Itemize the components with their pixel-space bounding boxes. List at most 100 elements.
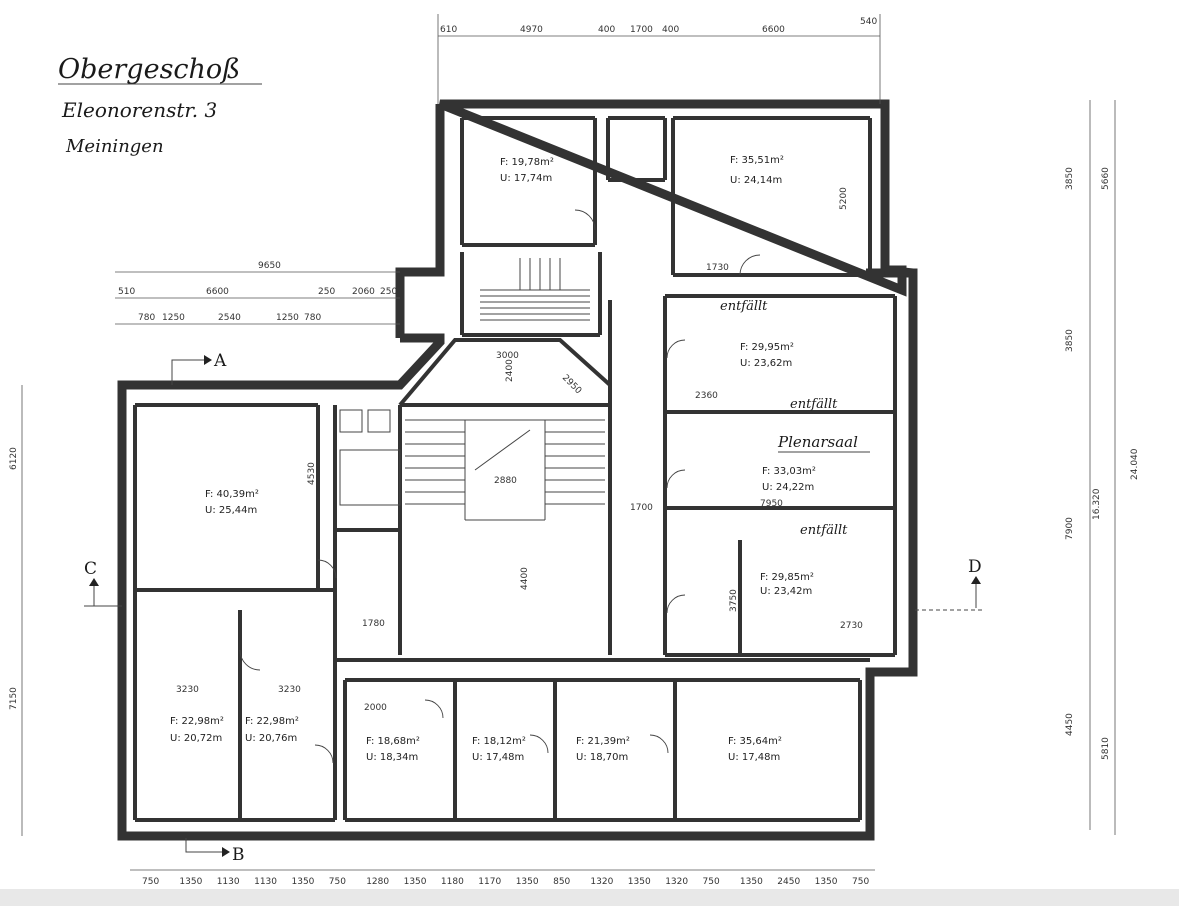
section-label-b: B xyxy=(232,845,245,865)
entfaellt-label-3: entfällt xyxy=(800,523,848,538)
room-perimeter: U: 17,74m xyxy=(500,173,552,184)
room-area: F: 22,98m² xyxy=(170,716,224,727)
plan-title: Obergeschoß xyxy=(58,54,240,85)
bottom-dimension-value: 1320 xyxy=(590,877,613,887)
svg-text:3850: 3850 xyxy=(1065,329,1075,352)
room-perimeter: U: 23,42m xyxy=(760,586,812,597)
svg-text:610: 610 xyxy=(440,25,457,35)
toilet-block xyxy=(339,409,401,506)
bottom-dimension-value: 1180 xyxy=(441,877,464,887)
svg-text:780: 780 xyxy=(304,313,321,323)
svg-text:16.320: 16.320 xyxy=(1092,488,1102,520)
svg-text:3000: 3000 xyxy=(496,351,519,361)
room-r9: F: 18,68m² U: 18,34m xyxy=(366,736,420,763)
svg-text:1250: 1250 xyxy=(276,313,299,323)
section-label-a: A xyxy=(213,351,227,371)
entfaellt-label-1: entfällt xyxy=(720,299,768,314)
room-perimeter: U: 25,44m xyxy=(205,505,257,516)
main-outer-wall xyxy=(117,268,918,841)
room-r11: F: 21,39m² U: 18,70m xyxy=(576,736,630,763)
section-label-d: D xyxy=(968,557,982,577)
section-marker-a: A xyxy=(171,351,227,385)
svg-text:4970: 4970 xyxy=(520,25,543,35)
north-left-wall xyxy=(395,104,445,338)
room-area: F: 35,51m² xyxy=(730,155,784,166)
entfaellt-label-2: entfällt xyxy=(790,397,838,412)
bottom-dimension-value: 1350 xyxy=(179,877,202,887)
svg-text:3750: 3750 xyxy=(729,589,739,612)
address-street: Eleonorenstr. 3 xyxy=(61,98,217,122)
dimension-right-outer: 5660 3850 3850 16.320 24.040 7900 4450 5… xyxy=(1065,100,1140,835)
svg-text:510: 510 xyxy=(118,287,135,297)
svg-text:4530: 4530 xyxy=(307,462,317,485)
section-marker-c: C xyxy=(84,559,122,607)
svg-text:3230: 3230 xyxy=(278,685,301,695)
bottom-dimension-value: 1280 xyxy=(366,877,389,887)
bottom-dimension-value: 2450 xyxy=(777,877,800,887)
address-city: Meiningen xyxy=(65,136,164,157)
bottom-dimension-value: 1130 xyxy=(254,877,277,887)
bottom-dimension-value: 1350 xyxy=(740,877,763,887)
bottom-dimension-value: 1170 xyxy=(478,877,501,887)
svg-text:2360: 2360 xyxy=(695,391,718,401)
svg-text:7150: 7150 xyxy=(9,687,19,710)
room-perimeter: U: 23,62m xyxy=(740,358,792,369)
svg-text:6600: 6600 xyxy=(206,287,229,297)
room-area: F: 19,78m² xyxy=(500,157,554,168)
bottom-dimension-value: 750 xyxy=(703,877,720,887)
bottom-dimension-value: 1320 xyxy=(665,877,688,887)
svg-text:250: 250 xyxy=(318,287,335,297)
svg-text:4400: 4400 xyxy=(520,567,530,590)
svg-text:1730: 1730 xyxy=(706,263,729,273)
room-perimeter: U: 24,14m xyxy=(730,175,782,186)
room-area: F: 21,39m² xyxy=(576,736,630,747)
room-area: F: 35,64m² xyxy=(728,736,782,747)
room-r7: F: 22,98m² U: 20,72m xyxy=(170,716,224,744)
svg-text:7950: 7950 xyxy=(760,499,783,509)
svg-text:1250: 1250 xyxy=(162,313,185,323)
room-perimeter: U: 20,76m xyxy=(245,733,297,744)
svg-text:1780: 1780 xyxy=(362,619,385,629)
bottom-dimension-value: 750 xyxy=(852,877,869,887)
room-perimeter: U: 20,72m xyxy=(170,733,222,744)
bottom-dimension-value: 1350 xyxy=(404,877,427,887)
room-perimeter: U: 17,48m xyxy=(472,752,524,763)
room-area: F: 18,68m² xyxy=(366,736,420,747)
svg-text:2540: 2540 xyxy=(218,313,241,323)
svg-text:5660: 5660 xyxy=(1101,167,1111,190)
room-r1: F: 19,78m² U: 17,74m xyxy=(500,157,554,184)
svg-text:400: 400 xyxy=(662,25,679,35)
dimension-upper-left: 9650 510 6600 250 2060 250 780 1250 2540… xyxy=(115,261,400,325)
dimension-bottom: 750 1350 1130 1130 1350 750 1280 1350 1180 1170 13… xyxy=(130,869,875,887)
room-area: F: 22,98m² xyxy=(245,716,299,727)
svg-text:2060: 2060 xyxy=(352,287,375,297)
dimension-top: 610 4970 400 1700 400 6600 540 xyxy=(437,14,881,104)
svg-text:4450: 4450 xyxy=(1065,713,1075,736)
svg-text:2950: 2950 xyxy=(560,373,583,396)
svg-text:3230: 3230 xyxy=(176,685,199,695)
bottom-dimension-value: 750 xyxy=(142,877,159,887)
room-perimeter: U: 18,34m xyxy=(366,752,418,763)
section-marker-d: D xyxy=(915,557,985,611)
svg-text:250: 250 xyxy=(380,287,397,297)
svg-text:1700: 1700 xyxy=(630,25,653,35)
room-r4: F: 29,95m² U: 23,62m xyxy=(740,342,794,369)
svg-text:540: 540 xyxy=(860,17,877,27)
svg-text:24.040: 24.040 xyxy=(1130,448,1140,480)
bottom-dimension-value: 1130 xyxy=(217,877,240,887)
door-swings xyxy=(239,209,761,764)
section-marker-b: B xyxy=(185,838,245,865)
main-stair xyxy=(405,419,605,521)
svg-text:2880: 2880 xyxy=(494,476,517,486)
svg-text:3850: 3850 xyxy=(1065,167,1075,190)
room-r8: F: 22,98m² U: 20,76m xyxy=(245,716,299,744)
room-r12: F: 35,64m² U: 17,48m xyxy=(728,736,782,763)
svg-text:7900: 7900 xyxy=(1065,517,1075,540)
room-perimeter: U: 18,70m xyxy=(576,752,628,763)
room-perimeter: U: 17,48m xyxy=(728,752,780,763)
svg-text:2400: 2400 xyxy=(505,359,515,382)
svg-text:400: 400 xyxy=(598,25,615,35)
bottom-dimension-value: 850 xyxy=(553,877,570,887)
north-stair xyxy=(480,258,590,321)
